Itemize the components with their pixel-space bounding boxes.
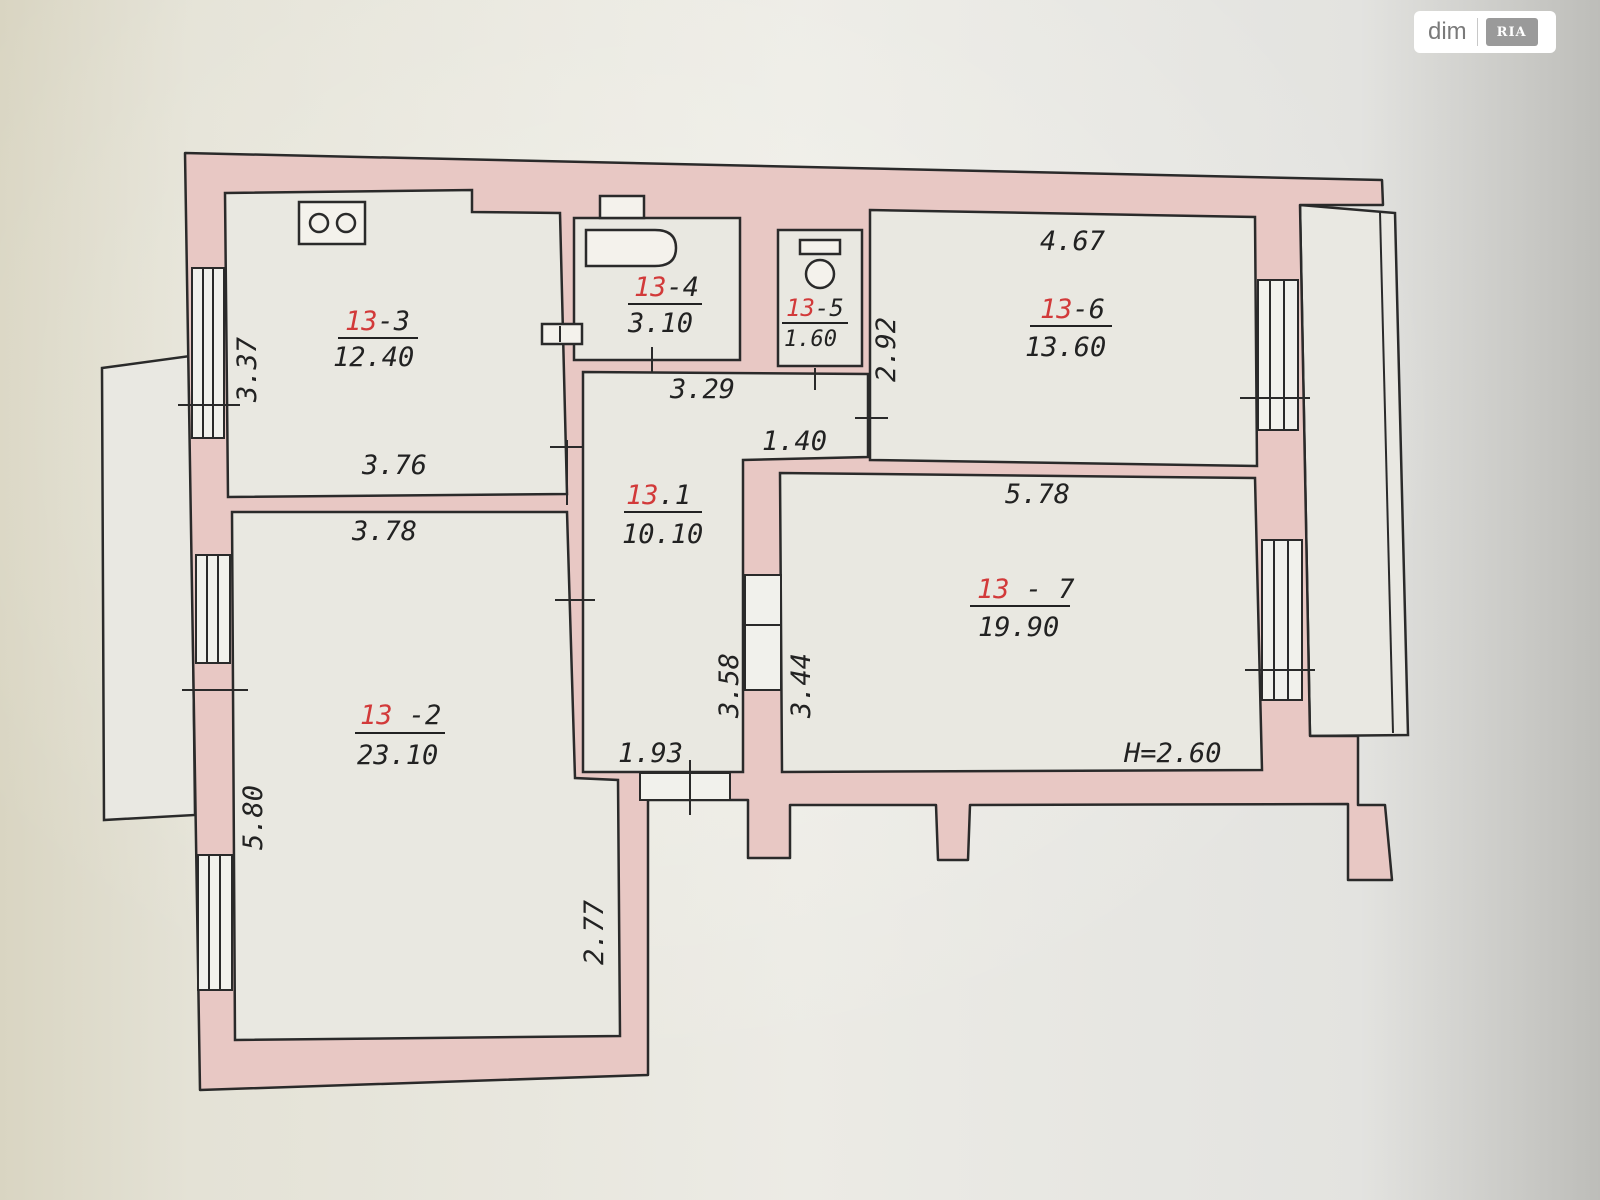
- window-room2-upper: [195, 554, 231, 664]
- svg-text:13-6: 13-6: [1040, 294, 1105, 325]
- svg-text:13-3: 13-3: [345, 306, 410, 337]
- room-area: 13.60: [1025, 332, 1106, 363]
- watermark-divider: [1476, 18, 1478, 46]
- svg-text:13 - 7: 13 - 7: [977, 574, 1075, 605]
- room-code-suffix: .1: [659, 480, 692, 511]
- room-code-suffix: -5: [815, 294, 844, 322]
- ria-logo-icon: RIA: [1485, 18, 1538, 46]
- balcony-rail: [1379, 211, 1394, 734]
- window-room2-lower: [197, 854, 233, 991]
- room-13-1: [581, 370, 870, 774]
- label-room-13-4: 13-4 3.10: [627, 272, 702, 339]
- room-code-prefix: 13: [977, 574, 1010, 605]
- dim-room3-width: 3.76: [361, 450, 427, 481]
- dim-room2-ext: 2.77: [579, 900, 610, 965]
- label-room-13-2: 13 -2 23.10: [355, 700, 445, 771]
- door-room7: [744, 574, 782, 691]
- window-room7: [1261, 539, 1303, 701]
- dim-room3-depth: 3.37: [232, 337, 263, 403]
- dim-corridor-bottom: 1.93: [618, 738, 683, 769]
- room-code-suffix: -3: [378, 306, 411, 337]
- label-room-13-3: 13-3 12.40: [333, 306, 418, 373]
- label-room-13-1: 13.1 10.10: [622, 480, 703, 550]
- room-code-prefix: 13: [626, 480, 659, 511]
- left-balcony: [100, 354, 197, 822]
- room-code-prefix: 13: [345, 306, 378, 337]
- ceiling-height: H=2.60: [1123, 738, 1222, 769]
- dim-room2-width: 3.78: [351, 516, 417, 547]
- label-room-13-6: 13-6 13.60: [1025, 294, 1112, 363]
- dim-corridor-depth: 3.58: [714, 653, 745, 719]
- dim-ria-watermark: dim RIA: [1414, 11, 1556, 53]
- svg-text:13 -2: 13 -2: [360, 700, 441, 731]
- room-code-suffix: -4: [667, 272, 700, 303]
- label-room-13-7: 13 - 7 19.90: [970, 574, 1075, 643]
- room-code-suffix: -6: [1073, 294, 1106, 325]
- dim-room2-depth: 5.80: [238, 785, 269, 850]
- dim-corridor-width: 1.40: [762, 426, 827, 457]
- dim-wc-depth: 2.92: [871, 317, 902, 382]
- room-code-prefix: 13: [1040, 294, 1073, 325]
- bath-niche: [598, 194, 646, 220]
- entrance-door: [639, 772, 731, 801]
- room-code-suffix: - 7: [1010, 574, 1075, 605]
- room-13-3: [223, 188, 569, 499]
- watermark-brand: dim: [1428, 18, 1467, 45]
- toilet-icon: [798, 238, 842, 290]
- room-13-6: [868, 208, 1259, 468]
- window-room3: [191, 267, 225, 439]
- dim-bath-width: 3.29: [669, 374, 735, 405]
- dim-room6-width: 4.67: [1040, 226, 1105, 257]
- dim-room7-depth: 3.44: [786, 653, 817, 719]
- room-13-2: [230, 510, 622, 1042]
- room-code-prefix: 13: [360, 700, 393, 731]
- dim-room7-width: 5.78: [1005, 479, 1070, 510]
- room-area: 3.10: [627, 308, 693, 339]
- room-area: 1.60: [784, 327, 837, 352]
- sink-icon: [540, 322, 584, 346]
- room-area: 10.10: [622, 519, 703, 550]
- room-area: 23.10: [357, 740, 438, 771]
- label-room-13-5: 13-5 1.60: [782, 294, 848, 352]
- window-room6: [1257, 279, 1299, 431]
- svg-text:13.1: 13.1: [626, 480, 691, 511]
- watermark-logo-text: RIA: [1496, 24, 1527, 40]
- bathtub-icon: [584, 228, 678, 268]
- room-code-suffix: -2: [393, 700, 442, 731]
- svg-text:13-5: 13-5: [786, 294, 844, 322]
- stove-icon: [297, 200, 367, 246]
- room-area: 12.40: [333, 342, 414, 373]
- room-area: 19.90: [978, 612, 1059, 643]
- room-code-prefix: 13: [634, 272, 667, 303]
- room-code-prefix: 13: [786, 294, 815, 322]
- svg-text:13-4: 13-4: [634, 272, 699, 303]
